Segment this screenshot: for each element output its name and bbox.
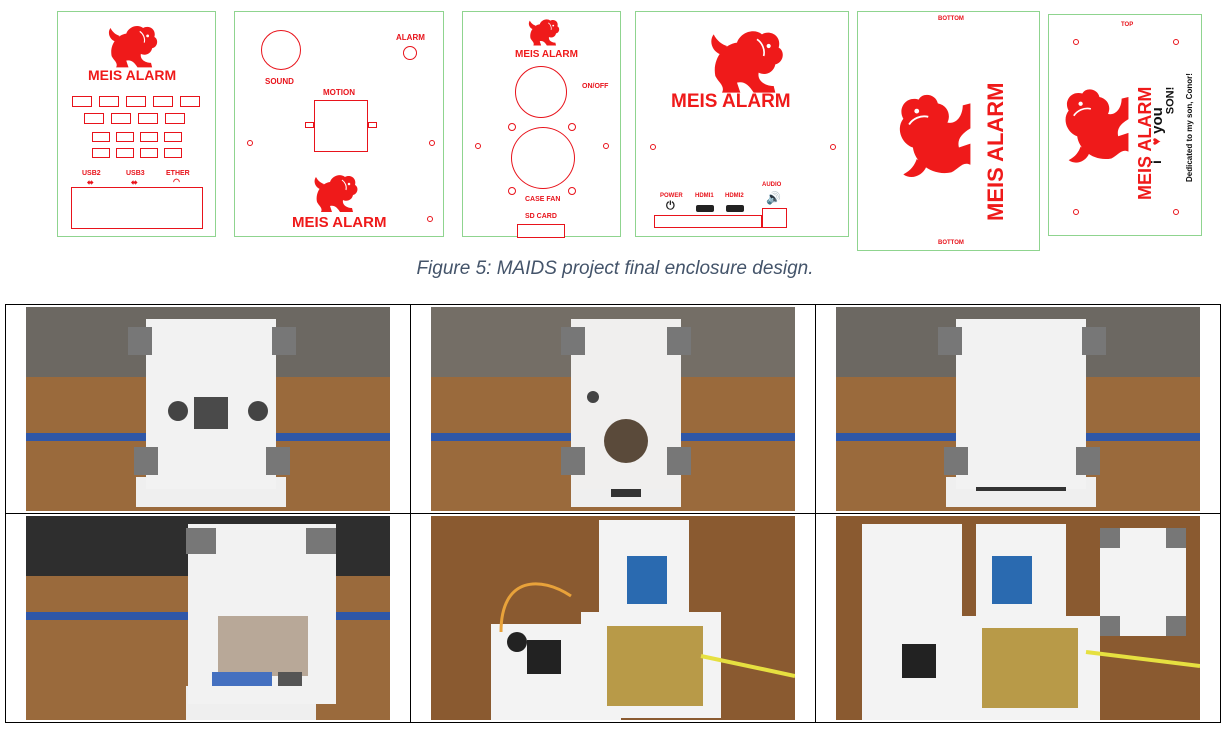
sd-card-label: SD CARD bbox=[525, 213, 557, 220]
port-cutout bbox=[654, 215, 762, 228]
enclosure-panel-front: MEIS ALARM USB2 USB3 ETHER ⬌ ⬌ ◠ bbox=[57, 11, 216, 237]
hdmi-icon bbox=[696, 205, 714, 212]
enclosure-panel-io: MEIS ALARM POWER HDMI1 HDMI2 AUDIO ⏻ 🔊 bbox=[635, 11, 849, 237]
usb-icon: ⬌ bbox=[131, 178, 138, 187]
audio-label: AUDIO bbox=[762, 182, 782, 188]
motion-label: MOTION bbox=[323, 88, 355, 97]
dedication-son: SON! bbox=[1164, 86, 1177, 115]
motion-sensor-cutout bbox=[314, 100, 368, 152]
enclosure-panel-bottom: BOTTOM BOTTOM MEIS ALARM bbox=[857, 11, 1040, 251]
photo-enclosure-fan-side bbox=[431, 307, 795, 511]
brand-text: MEIS ALARM bbox=[88, 67, 177, 83]
figure-caption: Figure 5: MAIDS project final enclosure … bbox=[416, 258, 814, 279]
alarm-label: ALARM bbox=[396, 33, 425, 42]
photo-enclosure-port-side bbox=[26, 516, 390, 720]
port-cutout bbox=[71, 187, 203, 229]
brand-text: MEIS ALARM bbox=[983, 82, 1008, 221]
sound-hole bbox=[261, 30, 301, 70]
brand-text: MEIS ALARM bbox=[515, 49, 578, 60]
audio-cutout bbox=[762, 208, 787, 228]
power-button-hole bbox=[515, 66, 567, 118]
photo-open-electronics bbox=[431, 516, 795, 720]
brand-text: MEIS ALARM bbox=[671, 91, 791, 112]
onoff-label: ON/OFF bbox=[582, 83, 609, 90]
top-label: TOP bbox=[1121, 22, 1134, 28]
photo-enclosure-blank-side bbox=[836, 307, 1200, 511]
wifi-icon: ◠ bbox=[173, 177, 180, 186]
enclosure-panel-sensors: SOUND ALARM MOTION MEIS ALARM bbox=[234, 11, 444, 237]
usb-icon: ⬌ bbox=[87, 178, 94, 187]
power-icon: ⏻ bbox=[666, 200, 675, 212]
lion-logo-icon bbox=[314, 174, 358, 213]
dedication-text: Dedicated to my son, Conor! bbox=[1185, 73, 1194, 182]
case-fan-label: CASE FAN bbox=[525, 196, 561, 203]
lion-logo-icon bbox=[108, 25, 158, 68]
port-label-ether: ETHER bbox=[166, 170, 190, 177]
hdmi-icon bbox=[726, 205, 744, 212]
fan-hole bbox=[511, 127, 575, 189]
dedication-i: i bbox=[1147, 160, 1164, 164]
port-label-usb2: USB2 bbox=[82, 170, 101, 177]
speaker-icon: 🔊 bbox=[766, 191, 781, 205]
photo-enclosure-front bbox=[26, 307, 390, 511]
alarm-hole bbox=[403, 46, 417, 60]
lion-logo-icon bbox=[898, 93, 972, 178]
sound-label: SOUND bbox=[265, 77, 294, 86]
port-label-usb3: USB3 bbox=[126, 170, 145, 177]
vent-grid bbox=[72, 96, 206, 162]
photo-grid bbox=[5, 304, 1221, 723]
hdmi1-label: HDMI1 bbox=[695, 193, 714, 199]
heart-icon: ♥ bbox=[1148, 137, 1164, 146]
photo-open-with-panels bbox=[836, 516, 1200, 720]
lion-logo-icon bbox=[1064, 88, 1130, 164]
brand-text: MEIS ALARM bbox=[292, 214, 387, 231]
bottom-label-bottom: BOTTOM bbox=[938, 240, 964, 246]
enclosure-panel-top: TOP MEIS ALARM i ♥ you SON! Dedicated to… bbox=[1048, 14, 1202, 236]
bottom-label-top: BOTTOM bbox=[938, 16, 964, 22]
hdmi2-label: HDMI2 bbox=[725, 193, 744, 199]
lion-logo-icon bbox=[710, 30, 784, 94]
power-label: POWER bbox=[660, 193, 683, 199]
enclosure-panel-fan: MEIS ALARM ON/OFF CASE FAN SD CARD bbox=[462, 11, 621, 238]
dedication-you: you bbox=[1148, 107, 1166, 134]
lion-logo-icon bbox=[528, 19, 560, 46]
sd-card-slot bbox=[517, 224, 565, 238]
